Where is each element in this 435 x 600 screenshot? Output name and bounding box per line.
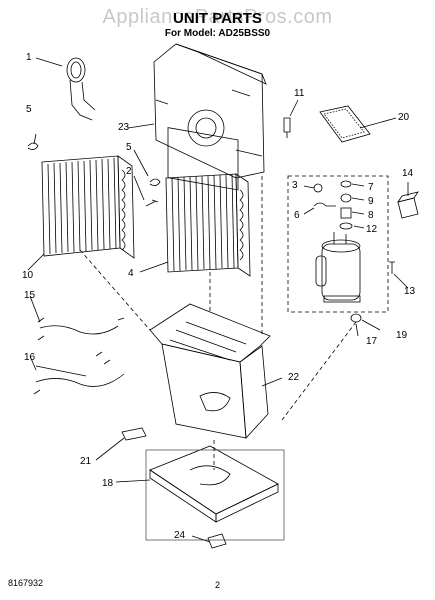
callout-24: 24	[174, 530, 186, 541]
callout-labels: 1 2 3 4 5 5 6 7 8 9 10 11 12 13 14 15 16…	[22, 52, 416, 541]
leader-lines	[27, 57, 409, 543]
page-number: 2	[214, 580, 220, 590]
callout-11: 11	[294, 88, 305, 99]
callout-18-box	[145, 449, 285, 541]
part-washer-12	[339, 222, 353, 230]
callout-4: 4	[128, 268, 134, 279]
callout-19: 19	[396, 330, 408, 341]
callout-2: 2	[126, 166, 132, 177]
part-wire-harness-15	[37, 317, 125, 341]
part-pad-24	[207, 533, 227, 549]
callout-16: 16	[24, 352, 36, 363]
callout-1: 1	[26, 52, 32, 63]
part-chassis-base	[149, 445, 279, 523]
part-insulation-plate	[319, 105, 371, 143]
callout-21: 21	[80, 456, 92, 467]
part-clip-left	[27, 142, 39, 150]
callout-23: 23	[118, 122, 130, 133]
callout-15: 15	[24, 290, 36, 301]
watermark: AppliancePartsPros.com	[102, 6, 333, 28]
part-cap-3	[313, 183, 323, 193]
callout-9: 9	[368, 196, 374, 207]
part-grommet-9	[340, 193, 352, 203]
part-grommet-7	[340, 180, 352, 188]
callout-7: 7	[368, 182, 374, 193]
assembly-guides	[79, 176, 357, 470]
part-bolt-13	[389, 261, 395, 274]
part-terminal-6	[313, 202, 336, 207]
callout-5a: 5	[26, 104, 32, 115]
part-relay	[397, 191, 419, 219]
part-compressor	[315, 232, 361, 303]
model-subtitle: For Model: AD25BSS0	[164, 28, 271, 39]
part-condenser-coil	[41, 155, 135, 259]
callout-14: 14	[402, 168, 414, 179]
callout-12: 12	[366, 224, 378, 235]
part-shroud	[153, 43, 267, 191]
callout-3: 3	[292, 180, 298, 191]
compressor-group-box	[287, 175, 389, 313]
part-mount-17	[350, 313, 362, 323]
part-sleeve-8	[340, 207, 352, 219]
part-capillary-tube	[66, 57, 96, 121]
callout-5b: 5	[126, 142, 132, 153]
callout-6: 6	[294, 210, 300, 221]
part-bracket-21	[121, 427, 147, 441]
document-number: 8167932	[8, 578, 44, 588]
part-wire-harness-16	[33, 351, 125, 395]
callout-17: 17	[366, 336, 378, 347]
part-screw	[145, 199, 159, 207]
part-screw-11	[283, 117, 291, 138]
callout-13: 13	[404, 286, 416, 297]
part-evaporator-coil	[165, 173, 251, 277]
page-title: UNIT PARTS	[173, 10, 262, 27]
callout-22: 22	[288, 372, 300, 383]
callout-10: 10	[22, 270, 34, 281]
callout-18: 18	[102, 478, 114, 489]
callout-8: 8	[368, 210, 374, 221]
part-clip-right	[149, 178, 161, 186]
callout-20: 20	[398, 112, 410, 123]
part-base-pan	[149, 303, 271, 439]
